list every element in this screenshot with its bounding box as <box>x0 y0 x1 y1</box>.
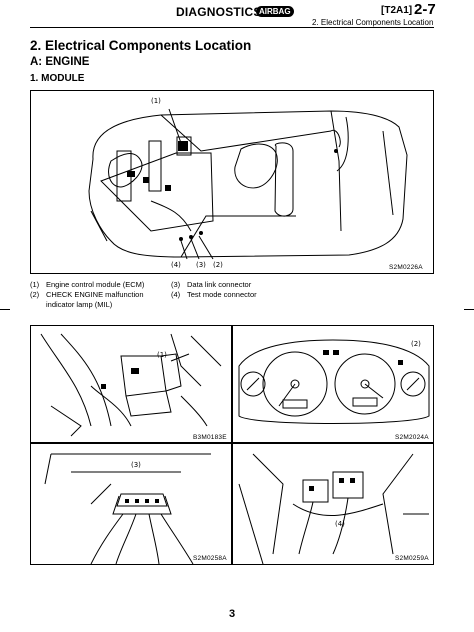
legend-item: (4)Test mode connector <box>171 290 257 299</box>
ecm-figure: (1) B3M0183E <box>30 325 232 443</box>
vehicle-overview-figure: (1) (4) (3) (2) S2M0226A <box>30 90 434 274</box>
callout-mil-detail: (2) <box>411 340 421 348</box>
legend-item: (3)Data link connector <box>171 280 252 289</box>
instrument-cluster-figure: (2) S2M2024A <box>232 325 434 443</box>
data-link-connector-illustration <box>44 453 211 565</box>
vehicle-outline-illustration <box>88 108 408 260</box>
callout-test-mode: (4) <box>171 261 181 269</box>
callout-data-link: (3) <box>196 261 206 269</box>
legend-item: (1)Engine control module (ECM) <box>30 280 145 289</box>
callout-test-mode-detail: (4) <box>335 520 345 528</box>
airbag-badge: AIRBAG <box>256 6 294 17</box>
figure-code: S2M2024A <box>395 434 429 441</box>
callout-ecm: (1) <box>151 97 161 105</box>
figure-code: S2M0258A <box>193 555 227 562</box>
header-section-title: DIAGNOSTICS <box>176 5 262 19</box>
subsubsection-title: 1. MODULE <box>30 73 85 84</box>
legend-item-continuation: indicator lamp (MIL) <box>46 300 113 309</box>
section-title: 2. Electrical Components Location <box>30 38 252 53</box>
legend-column-right: (3)Data link connector (4)Test mode conn… <box>171 280 257 300</box>
figure-code: S2M0226A <box>389 264 423 271</box>
margin-mark-right <box>464 309 474 310</box>
header-code: [T2A1] <box>381 5 413 16</box>
ecm-illustration <box>40 333 222 437</box>
instrument-cluster-illustration <box>238 339 430 424</box>
figure-code: B3M0183E <box>193 434 227 441</box>
page-number: 3 <box>229 608 236 620</box>
header-subtitle: 2. Electrical Components Location <box>312 18 434 27</box>
callout-data-link-detail: (3) <box>131 461 141 469</box>
legend-column-left: (1)Engine control module (ECM) (2)CHECK … <box>30 280 144 310</box>
margin-mark-left <box>0 309 10 310</box>
callout-ecm-detail: (1) <box>157 351 167 359</box>
callout-mil: (2) <box>213 261 223 269</box>
header-page-ref: 2-7 <box>414 1 436 18</box>
subsection-title: A: ENGINE <box>30 56 90 68</box>
header-rule <box>30 27 434 28</box>
legend-item: (2)CHECK ENGINE malfunction <box>30 290 144 299</box>
data-link-connector-figure: (3) S2M0258A <box>30 443 232 565</box>
test-mode-connector-illustration <box>238 453 429 565</box>
test-mode-connector-figure: (4) S2M0259A <box>232 443 434 565</box>
figure-code: S2M0259A <box>395 555 429 562</box>
